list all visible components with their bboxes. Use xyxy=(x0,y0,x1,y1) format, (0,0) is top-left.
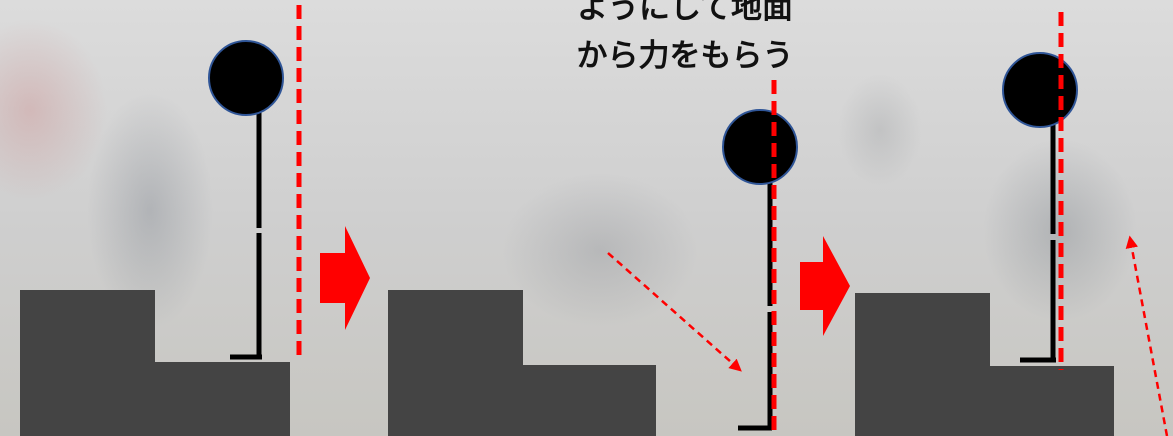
stick-figure xyxy=(1002,52,1078,363)
stage-2 xyxy=(388,80,798,436)
head-circle xyxy=(1002,52,1078,128)
step-block xyxy=(855,293,1114,436)
stick-figure xyxy=(722,109,798,431)
stick-figure xyxy=(208,40,284,360)
force-arrow-up xyxy=(1125,235,1169,436)
head-circle xyxy=(722,109,798,185)
head-circle xyxy=(208,40,284,116)
block-arrow-1 xyxy=(320,226,370,330)
block-arrow-2 xyxy=(800,236,850,336)
stage-3 xyxy=(855,12,1169,436)
step-block xyxy=(388,290,656,436)
caption-line-2: から力をもらう xyxy=(576,38,794,74)
force-arrow-down xyxy=(607,252,742,372)
stage-1 xyxy=(20,5,302,436)
caption-line-1: ようにして地面 xyxy=(576,0,794,26)
caption: ようにして地面 から力をもらう xyxy=(520,0,850,80)
step-block xyxy=(20,290,290,436)
